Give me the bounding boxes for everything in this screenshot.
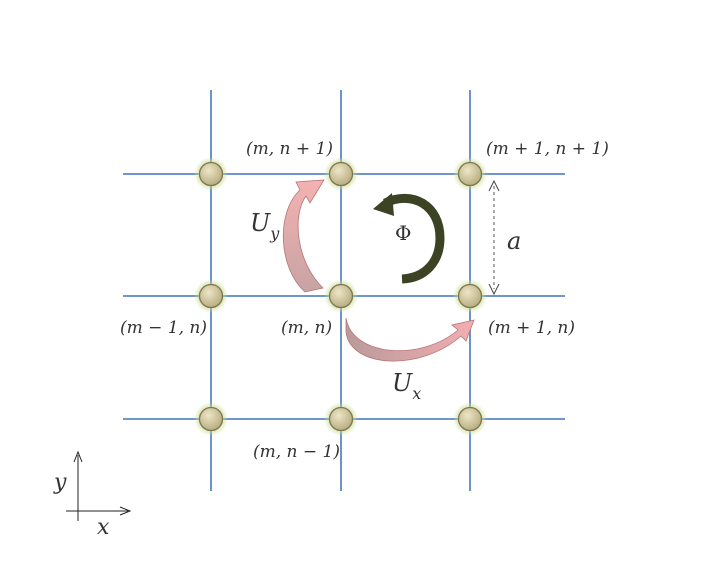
spacing-label: a: [507, 227, 521, 255]
lattice-site-node: [194, 279, 228, 313]
node-circle: [457, 406, 483, 432]
lattice-site-node: [194, 157, 228, 191]
site-label-top-right: (m + 1, n + 1): [486, 139, 609, 159]
lattice-site-node: [453, 157, 487, 191]
site-label-bottom-center: (m, n − 1): [253, 442, 340, 462]
hop-x-arrow-icon: [345, 317, 475, 362]
node-circle: [328, 283, 354, 309]
lattice-site-node: [453, 402, 487, 436]
axis-x-label: x: [97, 515, 110, 540]
flux-circular-arrow-icon: [373, 193, 445, 284]
site-label-mid-left: (m − 1, n): [120, 318, 207, 338]
node-circle: [457, 161, 483, 187]
site-label-mid-right: (m + 1, n): [488, 318, 575, 338]
lattice-site-node: [194, 402, 228, 436]
hop-y-label-sub: y: [269, 224, 280, 243]
hop-x-label: Ux: [392, 369, 421, 403]
lattice-spacing-arrow: [488, 179, 500, 296]
flux-label: Φ: [395, 221, 411, 245]
node-circle: [198, 283, 224, 309]
site-label-top-center: (m, n + 1): [246, 139, 333, 159]
node-circle: [198, 161, 224, 187]
hop-y-arrow-icon: [282, 179, 325, 293]
hop-x-label-main: U: [392, 369, 413, 397]
lattice-site-node: [453, 279, 487, 313]
lattice-site-node: [324, 157, 358, 191]
hop-y-label-main: U: [250, 209, 271, 237]
lattice-nodes: [194, 157, 487, 436]
hop-x-label-sub: x: [412, 384, 421, 403]
node-circle: [457, 283, 483, 309]
coordinate-axes: [66, 450, 132, 521]
axis-y-label: y: [53, 470, 67, 495]
hop-y-label: Uy: [250, 209, 280, 243]
node-circle: [198, 406, 224, 432]
lattice-site-node: [324, 402, 358, 436]
site-labels: (m, n + 1) (m + 1, n + 1) (m − 1, n) (m,…: [120, 139, 609, 462]
lattice-site-node: [324, 279, 358, 313]
node-circle: [328, 161, 354, 187]
site-label-mid-center: (m, n): [281, 318, 332, 338]
node-circle: [328, 406, 354, 432]
